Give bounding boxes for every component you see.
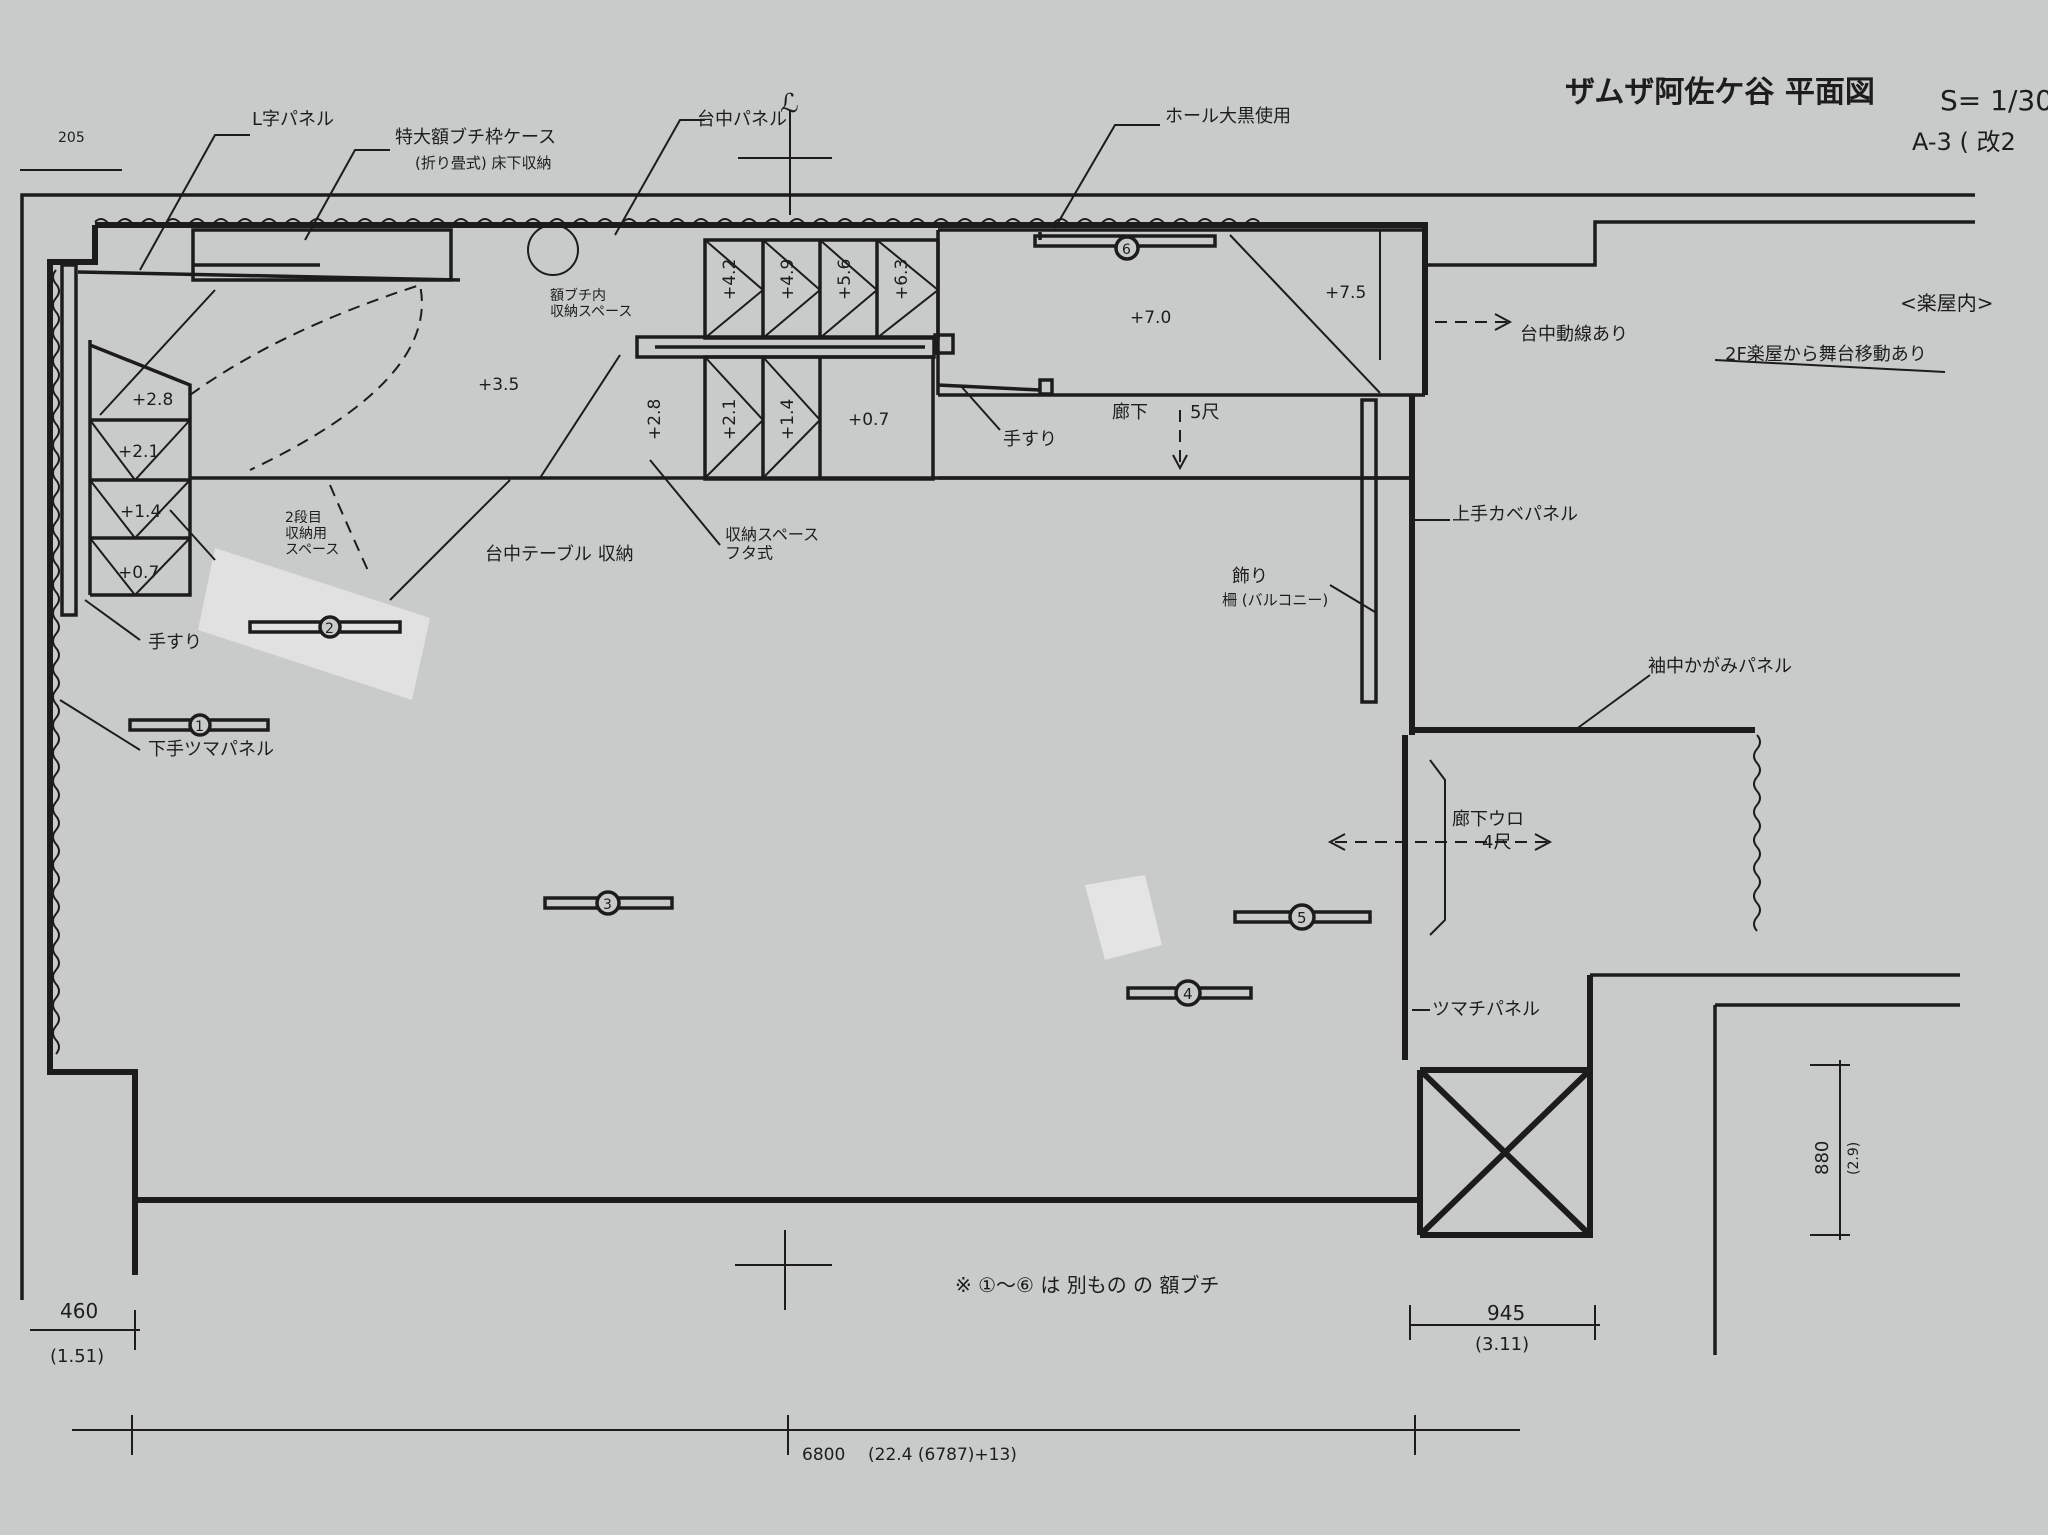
dim-460: 460 <box>60 1299 98 1323</box>
dim-6800: 6800 <box>802 1445 845 1465</box>
level-0-7: +0.7 <box>118 563 159 583</box>
outer-walls <box>20 193 1975 1355</box>
frame-1: 1 <box>195 719 204 735</box>
dim-6800-b: (22.4 (6787)+13) <box>868 1445 1017 1465</box>
motion-arrows <box>1172 313 1553 851</box>
scale-label: S= 1/30 <box>1940 84 2048 117</box>
dim-460-b: (1.51) <box>50 1346 104 1367</box>
label-decoration: 飾り <box>1232 566 1268 587</box>
swing-arc <box>189 283 423 471</box>
balcony-rail <box>1360 398 1378 704</box>
frame-marks <box>128 234 1372 1007</box>
label-balcony: 柵 (バルコニー) <box>1222 591 1328 609</box>
label-gakubuchi-storage: 額ブチ内収納スペース <box>550 287 632 320</box>
center-marks <box>735 110 832 1310</box>
dim-880-b: (2.9) <box>1846 1142 1862 1175</box>
step-4-9: +4.9 <box>778 259 798 300</box>
label-handrail-left: 手すり <box>148 632 202 653</box>
label-special-case: 特大額ブチ枠ケース <box>395 126 556 148</box>
level-2-8: +2.8 <box>132 390 173 410</box>
label-note: ※ ①〜⑥ は 別もの の 額ブチ <box>955 1273 1219 1297</box>
label-dressing: <楽屋内> <box>1900 291 1994 315</box>
tape-left <box>198 548 430 700</box>
special-case <box>77 228 461 282</box>
label-handrail-mid: 手すり <box>1003 429 1057 450</box>
curtain-left <box>52 269 60 1055</box>
leader-lines <box>59 119 1651 1011</box>
frame-5: 5 <box>1297 909 1307 927</box>
label-l-panel: L字パネル <box>252 109 334 130</box>
center-stairs <box>635 228 1425 481</box>
frame-4: 4 <box>1183 985 1193 1003</box>
label-stage-table: 台中テーブル 収納 <box>485 543 634 565</box>
label-hall-black: ホール大黒使用 <box>1165 106 1291 127</box>
label-special-case-sub: (折り畳式) 床下収納 <box>415 154 551 172</box>
sheet-label: A-3 ( 改2 <box>1912 128 2016 156</box>
drawing-title: ザムザ阿佐ケ谷 平面図 <box>1565 75 1875 110</box>
label-stage-panel: 台中パネル <box>697 109 787 130</box>
step-4-2: +4.2 <box>720 259 740 300</box>
label-ft-5: 5尺 <box>1190 402 1219 423</box>
curtain-right <box>1753 734 1761 932</box>
stair-2-8: +2.8 <box>645 399 665 440</box>
dim-945-b: (3.11) <box>1475 1334 1529 1355</box>
frame-2: 2 <box>325 621 334 637</box>
label-ft-4: 4尺 <box>1482 832 1511 853</box>
level-7-0: +7.0 <box>1130 308 1171 328</box>
center-mark: ℒ <box>780 89 799 119</box>
level-2-1: +2.1 <box>118 442 159 462</box>
label-lower-panel: 下手ツマパネル <box>148 739 274 760</box>
dim-205: 205 <box>58 130 85 146</box>
label-tsuma-panel: ツマチパネル <box>1432 999 1540 1020</box>
label-corridor-5: 廊下 <box>1112 402 1148 423</box>
label-backstage-motion: 台中動線あり <box>1520 324 1628 345</box>
label-from-2f: 2F楽屋から舞台移動あり <box>1725 344 1927 365</box>
step-5-6: +5.6 <box>835 259 855 300</box>
curtain-top <box>94 218 1260 226</box>
stair-1-4: +1.4 <box>778 399 798 440</box>
level-1-4: +1.4 <box>120 502 161 522</box>
frame-6: 6 <box>1122 242 1131 258</box>
swing-arc-2 <box>329 484 371 576</box>
step-6-3: +6.3 <box>892 259 912 300</box>
tape-center <box>1085 875 1162 960</box>
label-corridor-4: 廊下ウロ <box>1452 809 1524 830</box>
label-storage-lid: 収納スペースフタ式 <box>725 525 819 562</box>
stage-perimeter <box>47 222 1755 1275</box>
ramp-lines <box>99 230 1381 601</box>
stair-0-7: +0.7 <box>848 410 889 430</box>
stair-2-1: +2.1 <box>720 399 740 440</box>
frame-3: 3 <box>603 897 612 913</box>
level-7-5: +7.5 <box>1325 283 1366 303</box>
dimension-lines <box>20 169 1946 1455</box>
dim-880: 880 <box>1812 1141 1833 1175</box>
label-sode-panel: 袖中かがみパネル <box>1648 656 1792 677</box>
label-second-step: 2段目収納用スペース <box>285 510 339 558</box>
dim-945: 945 <box>1487 1301 1525 1325</box>
level-3-5: +3.5 <box>478 375 519 395</box>
label-upper-panel: 上手カベパネル <box>1452 504 1578 525</box>
gakubuchi-circle <box>527 224 579 276</box>
